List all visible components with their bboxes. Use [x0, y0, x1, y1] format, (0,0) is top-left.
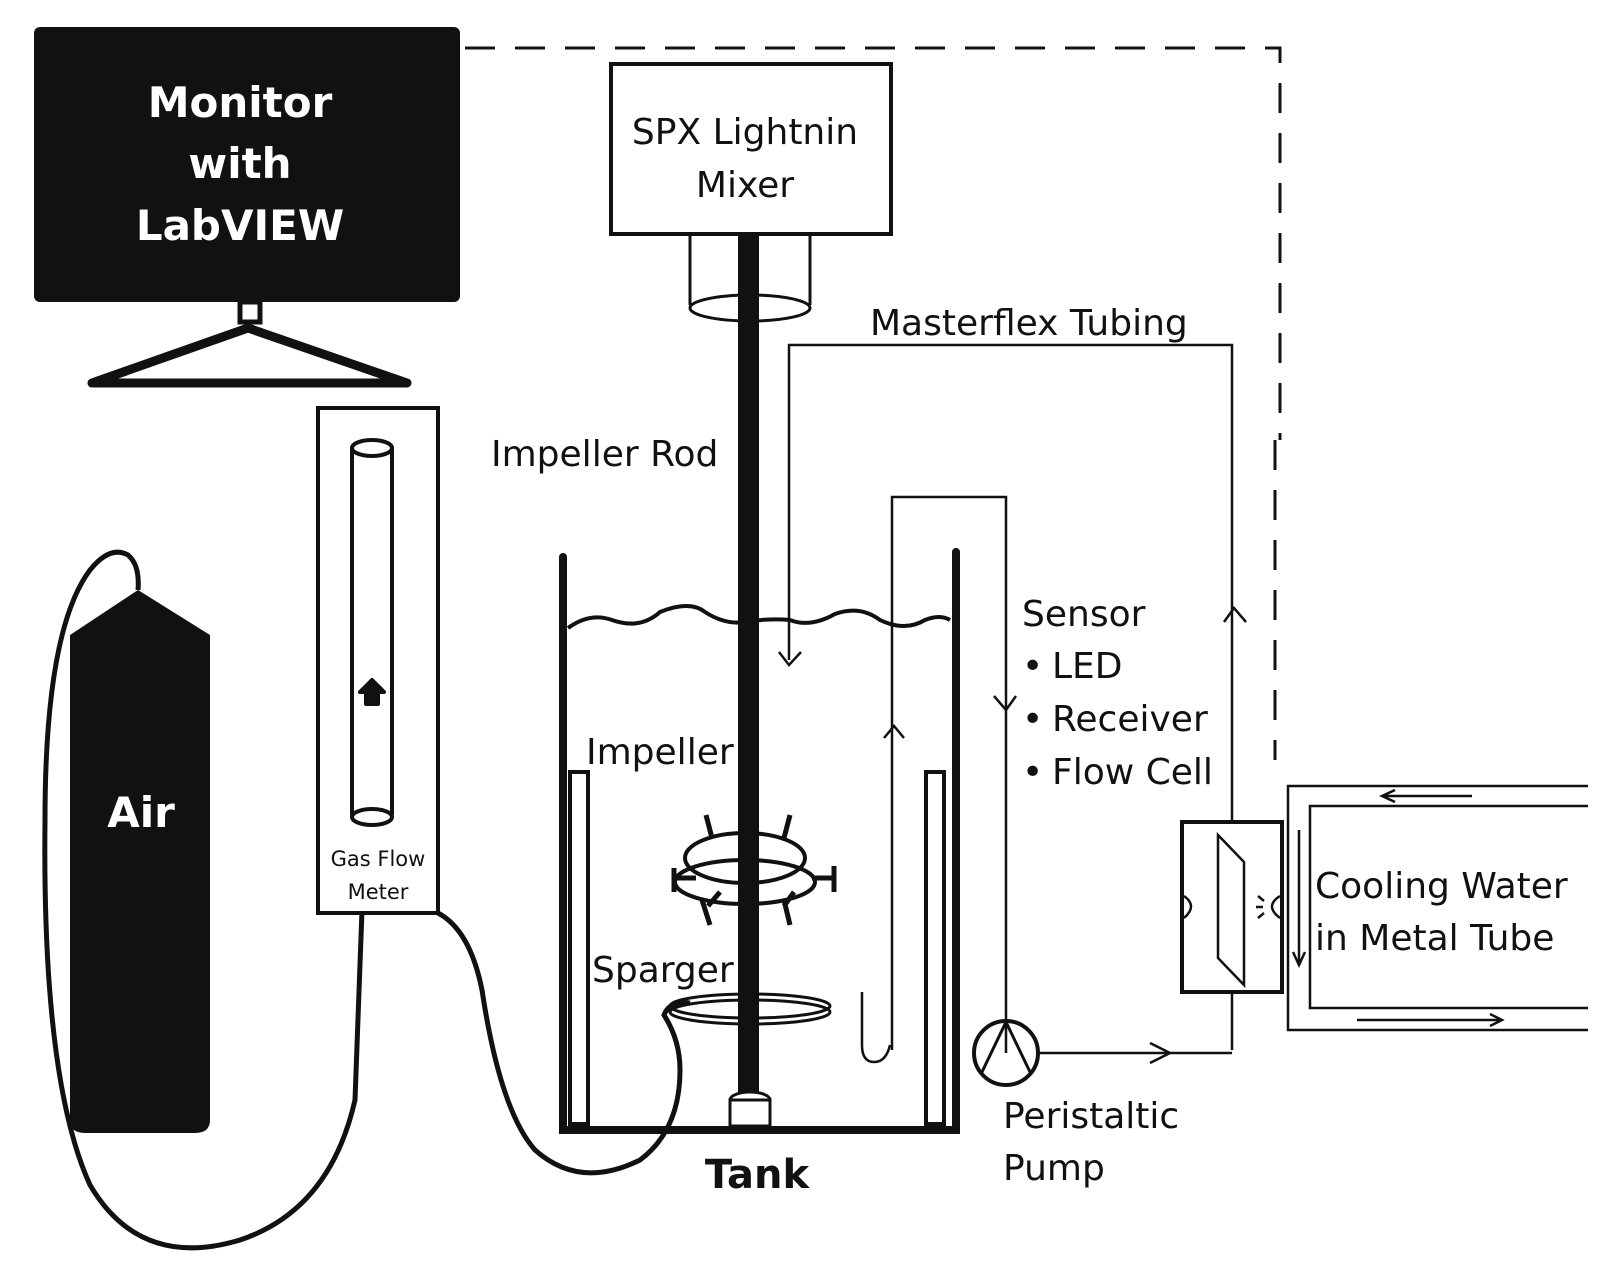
- monitor-label-line1: Monitor: [148, 78, 333, 127]
- impeller: [671, 814, 837, 926]
- sample-arrow-up: [883, 724, 905, 739]
- sensor-title: Sensor: [1022, 594, 1146, 635]
- rod-base: [728, 1090, 772, 1128]
- monitor-label-line2: with: [188, 139, 291, 188]
- return-arrow-down: [778, 651, 802, 667]
- sparger-hose: [436, 910, 691, 1176]
- signal-dashed-line: [465, 46, 1282, 760]
- pump-label-line1: Peristaltic: [1003, 1096, 1179, 1137]
- mixer-label-line1: SPX Lightnin: [632, 112, 858, 153]
- sensor-item-flow-cell: Flow Cell: [1052, 752, 1213, 793]
- cooling-label-line2: in Metal Tube: [1315, 918, 1554, 959]
- cooling-arrow-right: [1357, 1012, 1505, 1028]
- sensor-list: Sensor • LED • Receiver • Flow Cell: [1022, 594, 1213, 793]
- sensor-item-receiver: Receiver: [1052, 699, 1208, 740]
- water-surface: [566, 604, 952, 630]
- sensor-bullet: •: [1022, 752, 1043, 793]
- pump-arrow: [1149, 1041, 1173, 1065]
- monitor-screen: [34, 27, 460, 302]
- air-label: Air: [107, 788, 175, 837]
- monitor-stand: [87, 323, 412, 388]
- impeller-rod: [738, 234, 759, 1124]
- tank: Tank: [559, 548, 960, 1198]
- air-cylinder-body: [70, 590, 210, 1133]
- pump-label-line2: Pump: [1003, 1148, 1105, 1189]
- monitor-neck: [237, 299, 263, 325]
- sample-tubing: [890, 495, 1008, 1053]
- return-tubing: [787, 343, 1234, 1050]
- monitor-label-line3: LabVIEW: [136, 201, 344, 250]
- mixer-box: [609, 62, 893, 236]
- monitor: Monitor with LabVIEW: [34, 27, 460, 388]
- return-arrow-up: [1222, 605, 1247, 623]
- tank-label: Tank: [705, 1152, 811, 1198]
- baffle-left: [568, 770, 590, 1126]
- baffle-right: [924, 770, 946, 1126]
- sample-tube-hook: [860, 992, 892, 1064]
- impeller-rod-label: Impeller Rod: [491, 434, 718, 475]
- mixer-coupling: [688, 234, 812, 305]
- tubing-label: Masterflex Tubing: [870, 303, 1188, 344]
- sample-arrow-down: [993, 695, 1018, 713]
- gas-flow-meter: Gas Flow Meter: [316, 406, 440, 915]
- flow-cell-window: [1216, 831, 1246, 989]
- sparger-label: Sparger: [592, 950, 734, 991]
- flow-meter-float: [358, 678, 386, 706]
- sensor-bullet: •: [1022, 646, 1043, 687]
- cooling-arrow-left: [1379, 788, 1472, 804]
- led-icon: [1256, 894, 1281, 919]
- peristaltic-pump: Peristaltic Pump: [972, 1018, 1232, 1189]
- flow-meter-label-line1: Gas Flow: [331, 847, 426, 871]
- flow-cell: [1180, 820, 1284, 994]
- tank-walls: [559, 548, 960, 1134]
- mixer: SPX Lightnin Mixer: [609, 62, 893, 323]
- air-hose: [42, 549, 365, 1251]
- flow-meter-label-line2: Meter: [348, 880, 409, 904]
- cooling-water-tube: Cooling Water in Metal Tube: [1286, 784, 1588, 1032]
- mixer-label-line2: Mixer: [696, 165, 794, 206]
- cooling-label-line1: Cooling Water: [1315, 866, 1568, 907]
- sensor-item-led: LED: [1052, 646, 1123, 687]
- air-cylinder: Air: [70, 590, 210, 1133]
- sensor-bullet: •: [1022, 699, 1043, 740]
- impeller-label: Impeller: [586, 732, 734, 773]
- cooling-arrow-down: [1291, 830, 1307, 968]
- receiver-icon: [1183, 894, 1193, 919]
